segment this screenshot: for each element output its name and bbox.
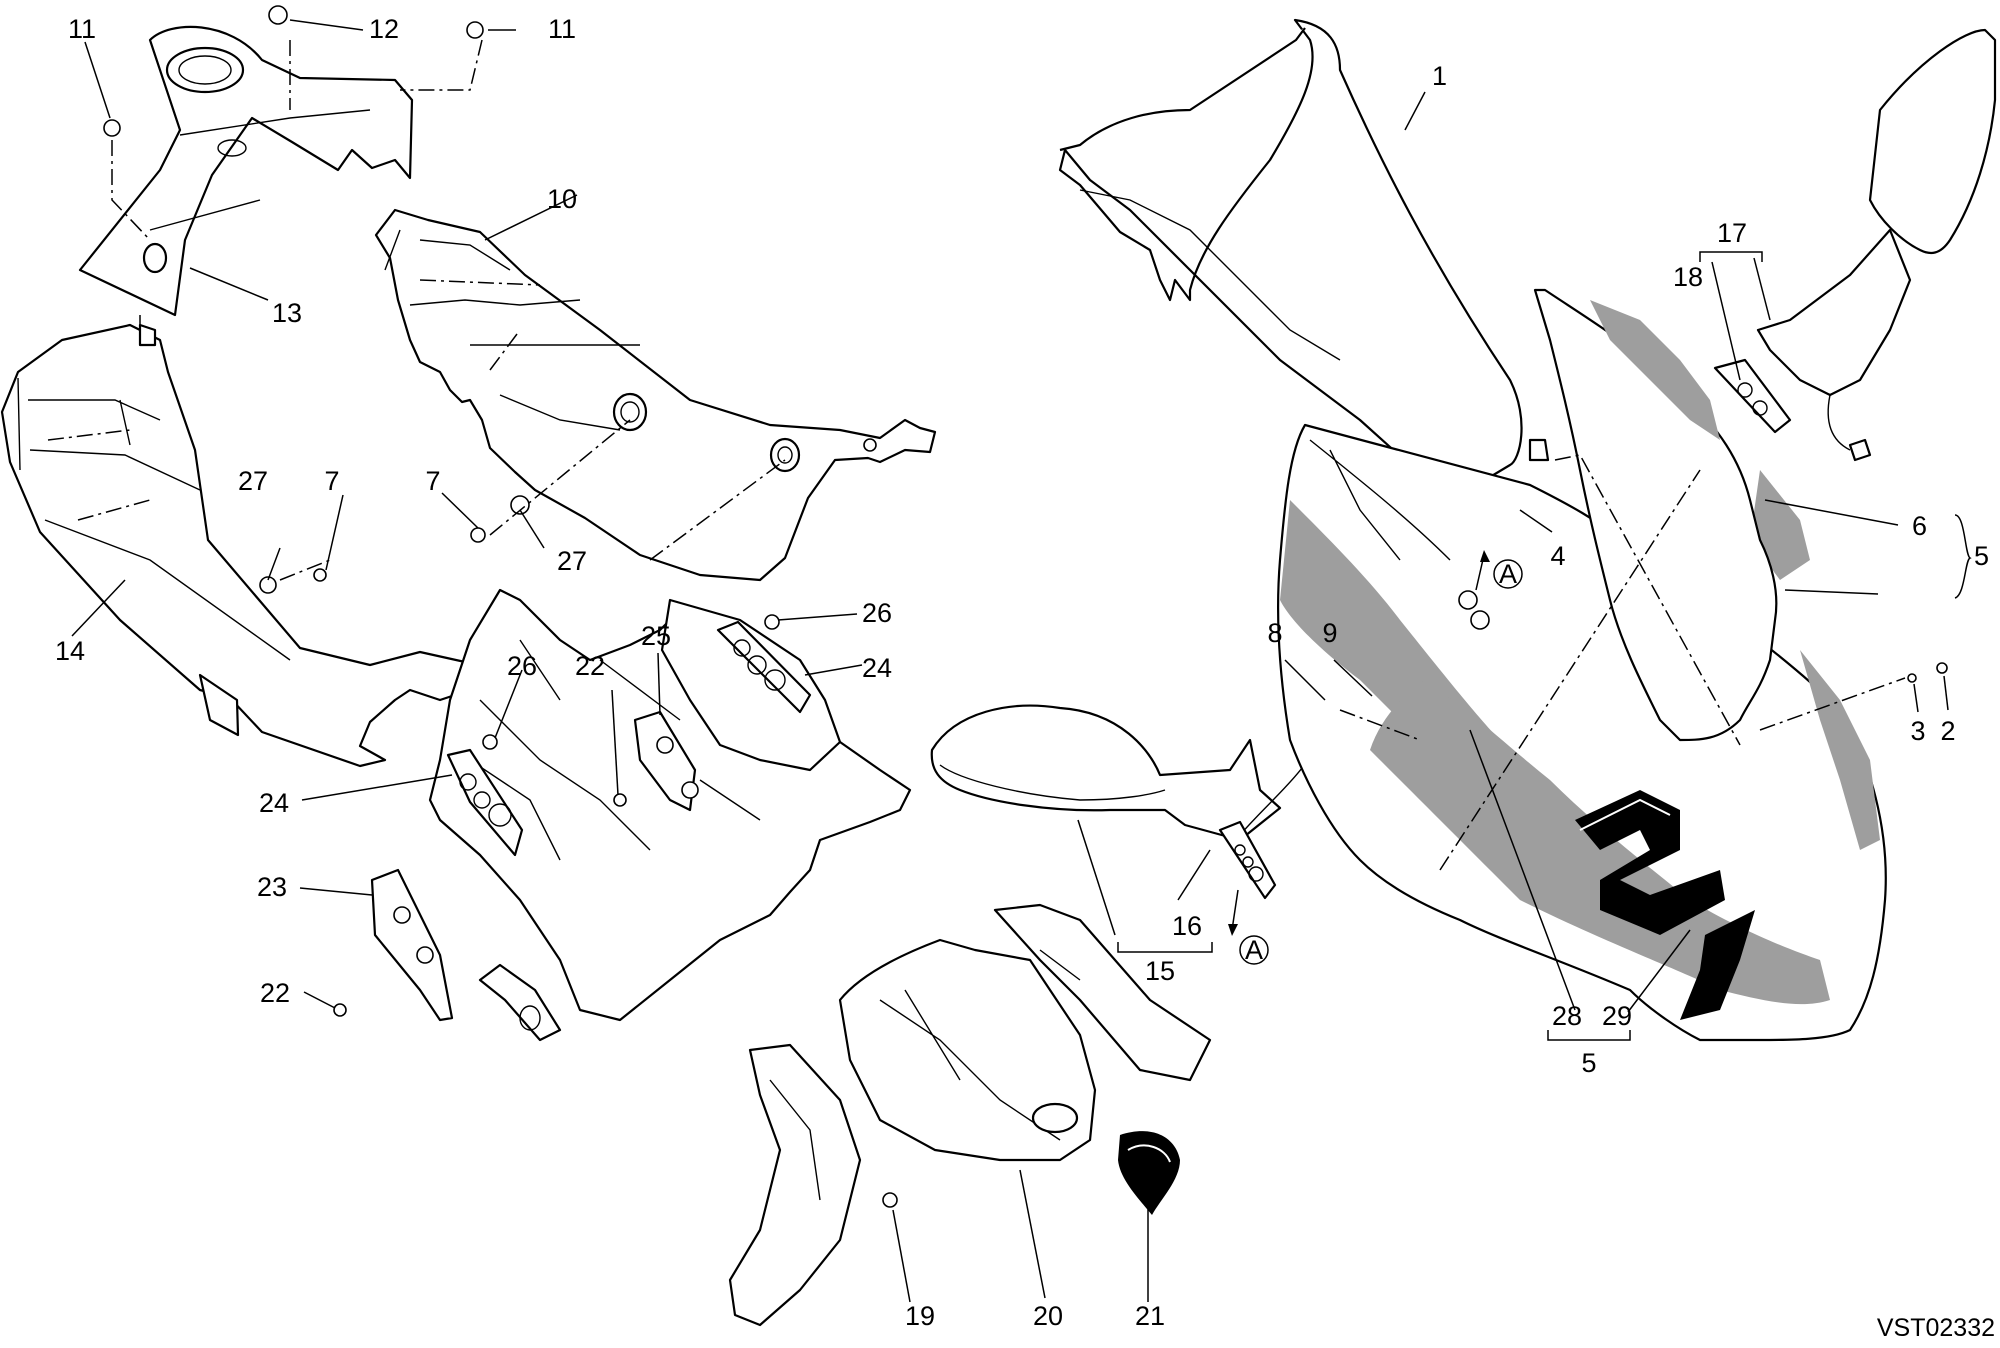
part-27-grommet-right (510, 495, 530, 515)
svg-text:A: A (1245, 935, 1263, 965)
label-21: 21 (1135, 1301, 1165, 1331)
part-26-washer-left (482, 734, 498, 750)
label-4: 4 (1550, 541, 1565, 571)
label-6: 6 (1912, 511, 1927, 541)
part-16-mirror-gasket (1218, 820, 1277, 900)
part-18-mirror-gasket (1713, 358, 1792, 434)
leader-lines (71, 19, 1972, 1303)
part-7-screw-right (470, 527, 486, 543)
label-17: 17 (1717, 218, 1747, 248)
reference-marker-a-upper: A (1493, 559, 1523, 589)
part-11-screw-left (103, 119, 121, 137)
label-5-lower: 5 (1581, 1048, 1596, 1078)
part-22-screw-left (333, 1003, 347, 1017)
part-12-screw (268, 5, 288, 25)
label-14: 14 (55, 636, 85, 666)
part-22-screw-right (613, 793, 627, 807)
label-22-lower: 22 (260, 978, 290, 1008)
label-3: 3 (1910, 716, 1925, 746)
part-11-screw-right (466, 21, 484, 39)
label-22-upper: 22 (575, 651, 605, 681)
part-19-screw (882, 1192, 898, 1208)
label-2: 2 (1940, 716, 1955, 746)
label-15: 15 (1145, 956, 1175, 986)
part-17-right-mirror (1756, 28, 1997, 462)
label-9: 9 (1322, 618, 1337, 648)
label-27-right: 27 (557, 546, 587, 576)
part-2-screw (1936, 662, 1948, 674)
part-3-washer (1907, 673, 1917, 683)
label-26-left: 26 (507, 651, 537, 681)
part-10-inner-panel (374, 208, 937, 582)
label-10: 10 (547, 184, 577, 214)
label-11-right: 11 (548, 14, 576, 44)
label-23: 23 (257, 872, 287, 902)
label-20: 20 (1033, 1301, 1063, 1331)
part-7-screw-left (313, 568, 327, 582)
label-8: 8 (1267, 618, 1282, 648)
label-5-upper: 5 (1974, 541, 1989, 571)
label-7-right: 7 (425, 466, 440, 496)
part-26-washer-right (764, 614, 780, 630)
part-13-upper-cover (78, 25, 414, 317)
label-26-right: 26 (862, 598, 892, 628)
part-23-bracket-left (333, 868, 454, 1022)
label-19: 19 (905, 1301, 935, 1331)
part-6-upper-fairing (1533, 288, 1778, 742)
svg-text:A: A (1499, 559, 1517, 589)
label-28: 28 (1552, 1001, 1582, 1031)
part-24-plate-right (716, 614, 812, 714)
part-14-left-side-fairing (0, 323, 472, 768)
race-number-decal (1575, 790, 1755, 1020)
part-15-left-mirror (930, 704, 1321, 842)
label-13: 13 (272, 298, 302, 328)
part-24-plate-left (446, 734, 524, 857)
label-1: 1 (1432, 61, 1447, 91)
label-29: 29 (1602, 1001, 1632, 1031)
part-fairing-side-panel (728, 903, 1212, 1327)
label-16: 16 (1172, 911, 1202, 941)
drawing-code: VST02332 (1877, 1314, 1995, 1342)
label-27-left: 27 (238, 466, 268, 496)
part-27-grommet-left (259, 576, 277, 594)
reference-marker-a-lower: A (1239, 935, 1269, 965)
part-21-emblem (1118, 1131, 1180, 1215)
label-25: 25 (641, 621, 671, 651)
label-12: 12 (369, 14, 399, 44)
label-7-left: 7 (324, 466, 339, 496)
part-5-front-fairing (1276, 423, 1948, 1042)
label-18: 18 (1673, 262, 1703, 292)
label-24-left: 24 (259, 788, 289, 818)
part-labels: 1 2 3 4 5 5 6 7 7 8 9 10 11 11 12 13 14 … (55, 14, 1989, 1331)
part-20-nose-fairing (838, 938, 1097, 1162)
assembly-center-lines (111, 39, 1906, 871)
fasteners (103, 5, 530, 594)
label-11-left: 11 (68, 14, 96, 44)
label-24-right: 24 (862, 653, 892, 683)
